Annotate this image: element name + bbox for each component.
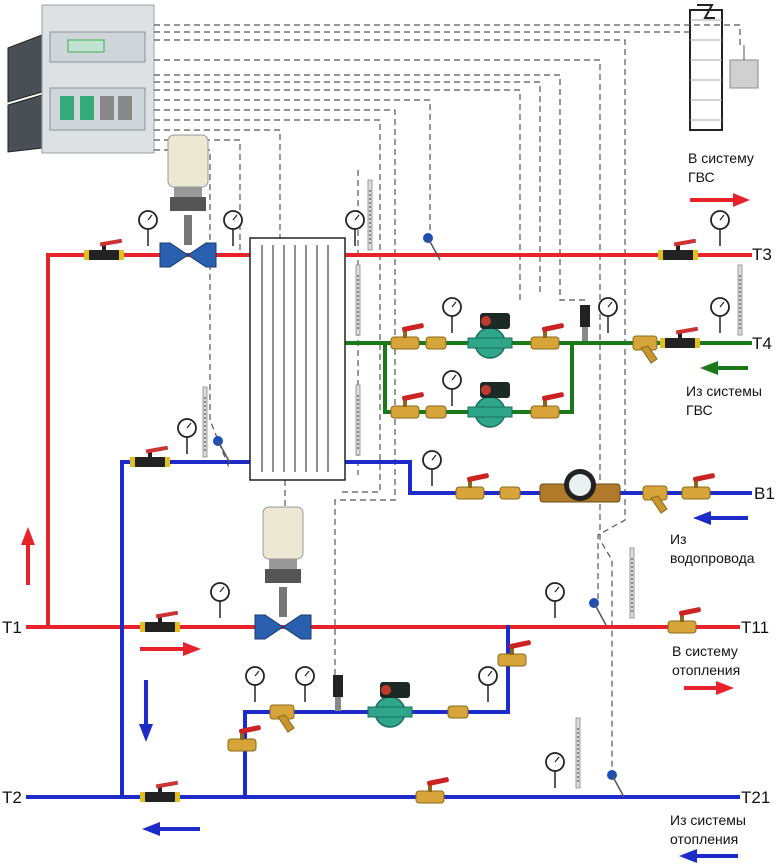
label-t1: T1 <box>2 618 22 637</box>
thermometer-6 <box>629 547 635 619</box>
temperature-sensor-return <box>212 435 231 464</box>
brass-valve-t11 <box>667 606 702 634</box>
arrow-to-heating <box>684 681 734 695</box>
heating-circulation-pump <box>367 681 413 728</box>
caption-to-heating-line1: В систему <box>672 643 738 659</box>
primary-return-pipe <box>120 460 252 799</box>
brass-valve-b1-1 <box>455 472 490 500</box>
control-valve-bottom <box>254 506 312 640</box>
pressure-gauge-10 <box>422 450 442 487</box>
label-b1: B1 <box>754 484 775 503</box>
caption-from-dhw-line2: ГВС <box>686 402 713 418</box>
thermometer-4 <box>355 384 361 456</box>
pressure-gauge-3 <box>345 210 365 247</box>
arrow-from-heating <box>679 849 738 863</box>
thermometer-5 <box>202 386 208 458</box>
strainer-loop <box>269 704 295 733</box>
coupling-dhw-1 <box>425 336 447 350</box>
ball-valve-t1 <box>84 238 124 260</box>
label-t2: T2 <box>2 788 22 807</box>
pressure-gauge-1 <box>138 210 158 247</box>
pressure-gauge-4 <box>710 210 730 247</box>
arrow-t2-left <box>142 822 200 836</box>
coupling-loop <box>447 705 469 719</box>
caption-to-dhw-line2: ГВС <box>688 169 715 185</box>
caption-to-heating-line2: отопления <box>672 662 741 678</box>
signal-wires <box>154 24 741 770</box>
caption-from-heating-line1: Из системы <box>670 812 746 828</box>
thermometer-7 <box>575 717 581 789</box>
pressure-gauge-15 <box>478 666 498 703</box>
plate-heat-exchanger <box>249 237 346 481</box>
dhw-circulation-pump-1 <box>467 312 513 359</box>
water-meter <box>539 469 621 503</box>
temperature-sensor-t21 <box>606 769 625 798</box>
pressure-gauge-8 <box>442 370 462 407</box>
pressure-gauge-12 <box>545 582 565 619</box>
coupling-b1 <box>499 486 521 500</box>
ball-valve-t4 <box>660 326 700 348</box>
label-t4: T4 <box>752 334 772 353</box>
arrow-t1-right <box>140 642 201 656</box>
label-t21: T21 <box>741 788 771 807</box>
brass-valve-mixing <box>497 639 532 667</box>
brass-valve-dhw-1 <box>390 322 425 350</box>
label-t3: T3 <box>752 245 772 264</box>
pressure-switch-dhw <box>580 305 590 341</box>
caption-from-heating-line2: отопления <box>670 831 739 847</box>
pressure-gauge-16 <box>545 752 565 789</box>
brass-valve-dhw-4 <box>530 391 565 419</box>
pressure-gauge-13 <box>245 666 265 703</box>
dhw-circulation-pump-2 <box>467 381 513 428</box>
pressure-gauge-2 <box>223 210 243 247</box>
pressure-gauge-5 <box>442 297 462 334</box>
brass-valve-dhw-3 <box>390 391 425 419</box>
temperature-sensor-t11 <box>588 597 607 626</box>
ball-valve-return <box>130 445 170 467</box>
label-t11: T11 <box>741 618 770 637</box>
pressure-switch-heating <box>333 675 343 711</box>
ball-valve-t1-main <box>140 610 180 632</box>
thermometer-3 <box>737 264 743 336</box>
ball-valve-t3 <box>658 238 698 260</box>
thermometer-1 <box>367 179 373 251</box>
arrow-from-water <box>693 511 748 525</box>
ball-valve-t2 <box>140 780 180 802</box>
arrow-to-dhw <box>690 193 750 207</box>
wall-outdoor-sensor <box>689 4 759 131</box>
thermometer-2 <box>355 264 361 336</box>
caption-to-dhw-line1: В систему <box>688 150 754 166</box>
coupling-dhw-2 <box>425 405 447 419</box>
brass-valve-b1-2 <box>681 472 716 500</box>
strainer-t4 <box>632 335 658 364</box>
caption-from-dhw-line1: Из системы <box>686 383 762 399</box>
pressure-gauge-7 <box>710 297 730 334</box>
brass-valve-dhw-2 <box>530 322 565 350</box>
arrow-return-down <box>139 680 153 742</box>
pressure-gauge-14 <box>295 666 315 703</box>
strainer-b1 <box>642 485 668 514</box>
control-valve-top <box>159 134 217 268</box>
arrow-t1-up <box>21 527 35 585</box>
pressure-gauge-9 <box>177 418 197 455</box>
pressure-gauge-6 <box>598 297 618 334</box>
brass-valve-t21 <box>415 776 450 804</box>
arrow-from-dhw <box>700 361 748 375</box>
caption-from-water-line2: водопровода <box>670 550 755 566</box>
pressure-gauge-11 <box>210 582 230 619</box>
caption-from-water-line1: Из <box>670 531 687 547</box>
control-cabinet <box>7 4 155 154</box>
